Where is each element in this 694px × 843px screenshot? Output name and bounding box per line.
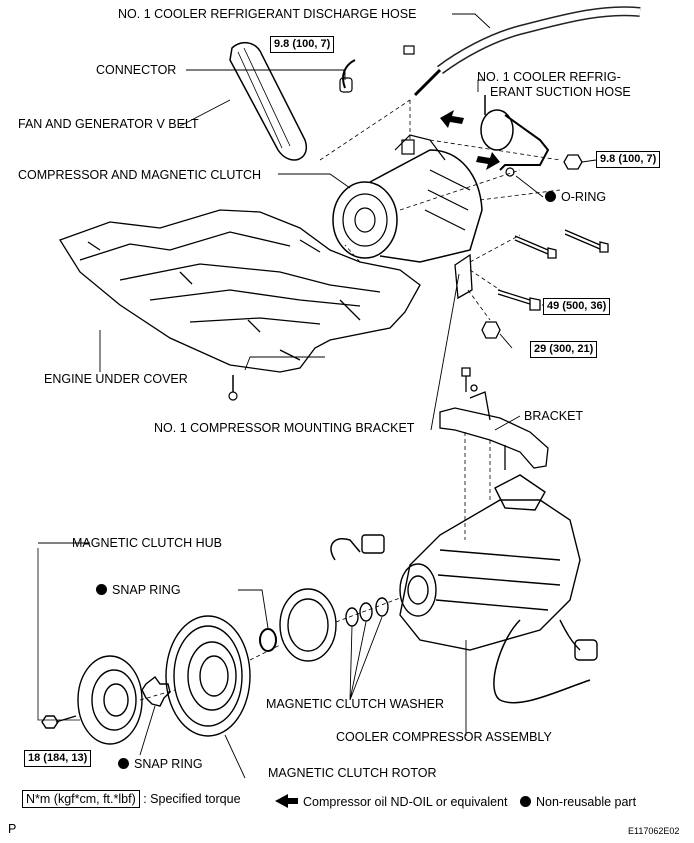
label-clutch-rotor: MAGNETIC CLUTCH ROTOR bbox=[268, 766, 437, 780]
guide-lines-lower bbox=[139, 597, 401, 701]
label-snap-ring-lower-text: SNAP RING bbox=[134, 757, 203, 771]
clutch-rotor bbox=[165, 615, 251, 737]
label-snap-ring-lower: SNAP RING bbox=[118, 757, 203, 771]
legend-oil-text: Compressor oil ND-OIL or equivalent bbox=[303, 795, 508, 809]
label-compressor-assembly: COOLER COMPRESSOR ASSEMBLY bbox=[336, 730, 552, 744]
snap-ring-lower-part bbox=[141, 675, 171, 707]
torque-bracket-nut: 29 (300, 21) bbox=[530, 341, 598, 358]
label-o-ring: O-RING bbox=[545, 190, 606, 204]
legend-arrow-icon bbox=[275, 794, 298, 808]
hub-bolt bbox=[41, 715, 77, 729]
connector-part bbox=[339, 59, 356, 93]
torque-suction-nut: 9.8 (100, 7) bbox=[596, 151, 661, 168]
nut-upper bbox=[563, 154, 583, 170]
label-clutch-washer: MAGNETIC CLUTCH WASHER bbox=[266, 697, 445, 711]
non-reusable-dot-icon bbox=[545, 191, 556, 202]
label-engine-under-cover: ENGINE UNDER COVER bbox=[44, 372, 188, 386]
screw-cover bbox=[228, 375, 238, 401]
label-bracket: BRACKET bbox=[524, 409, 584, 423]
under-cover bbox=[59, 209, 421, 373]
label-compressor-clutch: COMPRESSOR AND MAGNETIC CLUTCH bbox=[18, 168, 262, 182]
guide-lines-mid bbox=[464, 432, 491, 540]
compressor-lower bbox=[399, 474, 598, 704]
oil-arrows bbox=[440, 110, 500, 170]
label-v-belt: FAN AND GENERATOR V BELT bbox=[18, 117, 199, 131]
torque-discharge-bolt: 9.8 (100, 7) bbox=[270, 36, 335, 53]
bracket-lower bbox=[439, 367, 549, 470]
snap-ring-upper-part bbox=[259, 628, 277, 652]
figure-code: E117062E02 bbox=[628, 826, 680, 836]
guide-cover bbox=[344, 244, 361, 263]
compressor-upper bbox=[332, 134, 483, 263]
non-reusable-dot-icon bbox=[118, 758, 129, 769]
label-snap-ring-upper-text: SNAP RING bbox=[112, 583, 181, 597]
bracket-upper bbox=[454, 253, 473, 300]
clutch-hub bbox=[77, 655, 143, 745]
non-reusable-dot-icon bbox=[96, 584, 107, 595]
label-suction-hose-line2: ERANT SUCTION HOSE bbox=[490, 85, 631, 99]
legend-torque-units: N*m (kgf*cm, ft.*lbf) bbox=[22, 790, 140, 808]
label-clutch-hub: MAGNETIC CLUTCH HUB bbox=[72, 536, 223, 550]
guide-lines-upper bbox=[319, 99, 561, 321]
discharge-hose bbox=[403, 6, 641, 97]
legend: N*m (kgf*cm, ft.*lbf) : Specified torque bbox=[22, 790, 241, 808]
torque-compressor-bolt: 49 (500, 36) bbox=[543, 298, 611, 315]
label-connector: CONNECTOR bbox=[96, 63, 177, 77]
clutch-washers bbox=[345, 597, 389, 627]
legend-nonreusable-text: Non-reusable part bbox=[536, 795, 637, 809]
torque-hub-bolt: 18 (184, 13) bbox=[24, 750, 92, 767]
corner-letter: P bbox=[8, 822, 17, 836]
label-discharge-hose: NO. 1 COOLER REFRIGERANT DISCHARGE HOSE bbox=[118, 7, 417, 21]
label-suction-hose-line1: NO. 1 COOLER REFRIG- bbox=[477, 70, 621, 84]
v-belt bbox=[229, 41, 308, 161]
non-reusable-dot-icon bbox=[520, 796, 531, 807]
label-snap-ring-upper: SNAP RING bbox=[96, 583, 181, 597]
bolts-upper bbox=[481, 229, 609, 339]
legend-torque-text: : Specified torque bbox=[143, 792, 241, 806]
clutch-stator bbox=[279, 534, 385, 662]
legend-nonreusable: Non-reusable part bbox=[520, 795, 636, 809]
label-o-ring-text: O-RING bbox=[561, 190, 607, 204]
label-mounting-bracket: NO. 1 COMPRESSOR MOUNTING BRACKET bbox=[154, 421, 415, 435]
leader-lines bbox=[37, 13, 597, 779]
